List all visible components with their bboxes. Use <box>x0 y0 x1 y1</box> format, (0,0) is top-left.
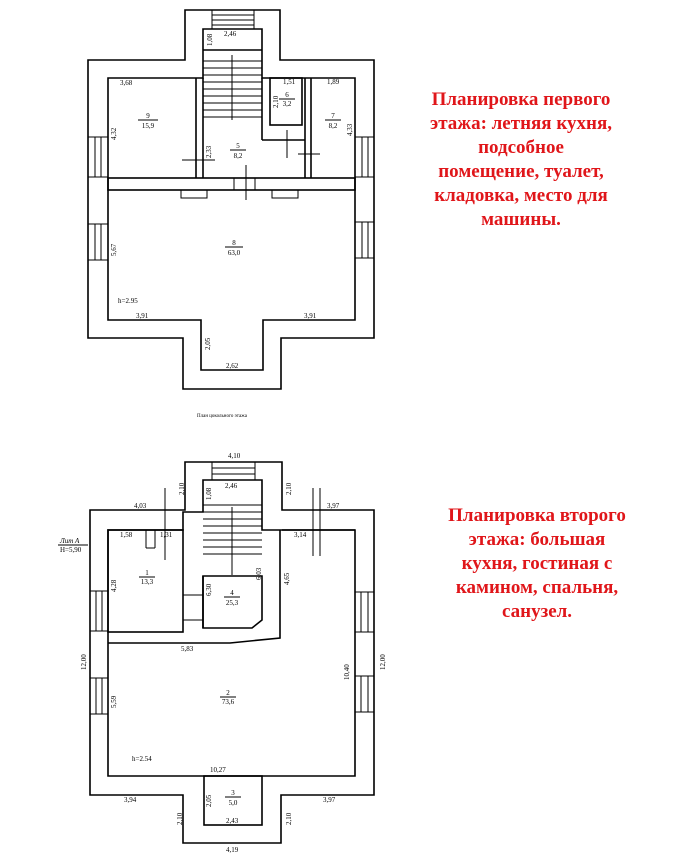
svg-text:7: 7 <box>331 112 335 120</box>
svg-text:10,27: 10,27 <box>210 766 226 774</box>
svg-text:8,2: 8,2 <box>234 152 243 160</box>
svg-text:3,97: 3,97 <box>327 502 340 510</box>
svg-text:h=2.95: h=2.95 <box>118 297 138 305</box>
svg-text:2,05: 2,05 <box>204 337 212 350</box>
svg-text:1,58: 1,58 <box>120 531 133 539</box>
svg-text:8: 8 <box>232 239 236 247</box>
room-4: 425,3 <box>224 589 240 607</box>
floor1-plan: 915,9 58,2 63,2 78,2 863,0 2,46 1,08 3,6… <box>87 9 375 419</box>
floor2-plan: Лит А H=5,90 113,3 425,3 273,6 35,0 4,10… <box>58 452 387 854</box>
svg-text:3,68: 3,68 <box>120 79 133 87</box>
svg-text:1,31: 1,31 <box>160 531 173 539</box>
svg-text:2,05: 2,05 <box>205 794 213 807</box>
floor2-description: Планировка второго этажа: большая кухня,… <box>412 504 662 624</box>
svg-text:2,10: 2,10 <box>178 482 186 495</box>
svg-text:2,33: 2,33 <box>205 145 213 158</box>
room-3: 35,0 <box>225 789 241 807</box>
svg-text:4,19: 4,19 <box>226 846 239 854</box>
svg-text:2,46: 2,46 <box>224 30 237 38</box>
svg-text:3,97: 3,97 <box>323 796 336 804</box>
svg-text:5: 5 <box>236 142 240 150</box>
room-6: 63,2 <box>279 91 295 108</box>
svg-text:1,08: 1,08 <box>206 33 214 46</box>
svg-text:2,10: 2,10 <box>272 95 280 108</box>
svg-text:2: 2 <box>226 689 230 697</box>
svg-text:6,30: 6,30 <box>205 583 213 596</box>
desc-line: санузел. <box>501 601 573 622</box>
svg-text:3: 3 <box>231 789 235 797</box>
room-5: 58,2 <box>230 142 246 160</box>
svg-text:h=2.54: h=2.54 <box>132 755 152 763</box>
svg-text:5,59: 5,59 <box>110 695 118 708</box>
svg-text:4,33: 4,33 <box>346 123 354 136</box>
floor1-description: Планировка первого этажа: летняя кухня, … <box>396 88 646 232</box>
svg-text:1: 1 <box>145 569 149 577</box>
desc-line: кухня, гостиная с <box>461 553 613 574</box>
svg-text:4,28: 4,28 <box>110 579 118 592</box>
svg-text:3,94: 3,94 <box>124 796 137 804</box>
svg-text:3,91: 3,91 <box>304 312 317 320</box>
svg-text:2,10: 2,10 <box>176 812 184 825</box>
floor1-caption: План цокольного этажа <box>197 414 248 419</box>
desc-line: камином, спальня, <box>455 577 619 598</box>
desc-line: машины. <box>481 209 561 230</box>
desc-line: кладовка, место для <box>434 185 608 206</box>
svg-text:6,03: 6,03 <box>255 567 263 580</box>
desc-line: Планировка второго <box>448 505 626 526</box>
svg-text:12,00: 12,00 <box>379 654 387 670</box>
svg-text:10,40: 10,40 <box>343 664 351 680</box>
svg-text:3,14: 3,14 <box>294 531 307 539</box>
svg-text:63,0: 63,0 <box>228 249 241 257</box>
svg-text:2,46: 2,46 <box>225 482 238 490</box>
desc-line: Планировка первого <box>431 89 611 110</box>
lit-height: H=5,90 <box>60 546 82 554</box>
svg-text:9: 9 <box>146 112 150 120</box>
svg-text:5,0: 5,0 <box>229 799 238 807</box>
svg-text:13,3: 13,3 <box>141 578 154 586</box>
svg-text:1,89: 1,89 <box>327 78 340 86</box>
svg-text:3,91: 3,91 <box>136 312 149 320</box>
room-2: 273,6 <box>220 689 236 706</box>
svg-text:15,9: 15,9 <box>142 122 155 130</box>
svg-text:1,08: 1,08 <box>205 487 213 500</box>
svg-text:8,2: 8,2 <box>329 122 338 130</box>
desc-line: подсобное <box>478 137 564 158</box>
svg-text:4,65: 4,65 <box>283 572 291 585</box>
room-9: 915,9 <box>138 112 158 130</box>
svg-text:4: 4 <box>230 589 234 597</box>
svg-text:4,03: 4,03 <box>134 502 147 510</box>
svg-text:1,51: 1,51 <box>283 78 296 86</box>
svg-text:73,6: 73,6 <box>222 698 235 706</box>
room-8: 863,0 <box>225 239 243 257</box>
svg-text:2,10: 2,10 <box>285 812 293 825</box>
room-1: 113,3 <box>139 569 155 586</box>
svg-text:25,3: 25,3 <box>226 599 239 607</box>
svg-text:6: 6 <box>285 91 289 99</box>
svg-text:2,10: 2,10 <box>285 482 293 495</box>
svg-text:4,10: 4,10 <box>228 452 241 460</box>
svg-text:2,43: 2,43 <box>226 817 239 825</box>
svg-text:12,00: 12,00 <box>80 654 88 670</box>
lit-label: Лит А <box>59 537 80 545</box>
desc-line: помещение, туалет, <box>438 161 604 182</box>
svg-text:5,67: 5,67 <box>110 243 118 256</box>
svg-text:2,62: 2,62 <box>226 362 239 370</box>
svg-text:4,32: 4,32 <box>110 127 118 140</box>
desc-line: этажа: большая <box>468 529 606 550</box>
desc-line: этажа: летняя кухня, <box>430 113 612 134</box>
room-7: 78,2 <box>325 112 341 130</box>
svg-text:3,2: 3,2 <box>283 100 292 108</box>
svg-text:5,83: 5,83 <box>181 645 194 653</box>
